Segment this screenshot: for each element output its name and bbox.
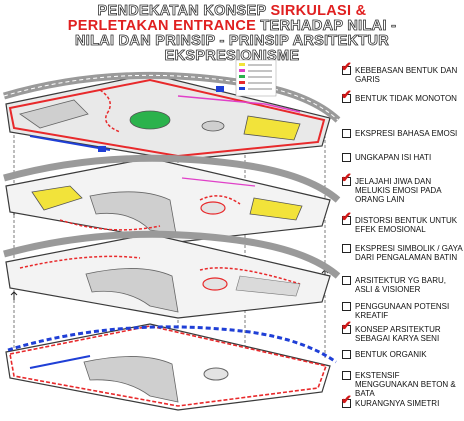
checkbox (342, 350, 351, 359)
checkbox (342, 276, 351, 285)
layer-1-legend (235, 59, 277, 97)
layer-1-blue-entrance-marker (98, 146, 106, 152)
layer-3-grey-strip (235, 275, 301, 297)
layer-3-round-node (202, 277, 228, 291)
checkmark-icon: ✔ (341, 392, 352, 407)
checkbox (342, 129, 351, 138)
layer-2-yellow-area-right (249, 197, 303, 221)
checkbox (342, 399, 351, 408)
layer-1-site-plan (3, 59, 341, 161)
checklist-item-label: EKSTENSIF MENGGUNAKAN BETON & BATA (355, 371, 456, 398)
title-line2-part-b: TERHADAP NILAI - (256, 18, 397, 34)
layer-4-grey-path (83, 356, 179, 403)
layer-3-road-curve (3, 230, 341, 279)
layer-2-round-node (200, 201, 226, 215)
layer-3-site-plan (3, 230, 341, 319)
layer-2-magenta-line (181, 177, 256, 187)
layer-4-site-plan (5, 323, 337, 411)
layer-2-grey-path (89, 191, 177, 235)
checklist-item-label: KURANGNYA SIMETRI (355, 399, 440, 408)
checkbox (342, 66, 351, 75)
checklist-item-label: EKSPRESI SIMBOLIK / GAYA DARI PENGALAMAN… (355, 244, 463, 262)
checklist-item-label: DISTORSI BENTUK UNTUK EFEK EMOSIONAL (355, 216, 458, 234)
checklist-item-label: ARSITEKTUR YG BARU, ASLI & VISIONER (355, 276, 446, 294)
checklist-item-label: JELAJAHI JIWA DAN MELUKIS EMOSI PADA ORA… (355, 177, 442, 204)
layer-3-grey-path (85, 268, 179, 313)
title-line2-part-a: PERLETAKAN ENTRANCE (67, 18, 257, 34)
layer-1-blue-path (29, 135, 111, 151)
title-line1-part-a: PENDEKATAN KONSEP (97, 3, 271, 19)
checklist-item-label: KEBEBASAN BENTUK DAN GARIS (355, 66, 458, 84)
layer-1-round-node (201, 120, 225, 132)
checklist-item-label: EKSPRESI BAHASA EMOSI (355, 129, 458, 138)
checkmark-icon: ✔ (341, 170, 352, 185)
layer-2-yellow-area-left (31, 185, 83, 211)
layer-2-red-circulation (59, 195, 241, 231)
layer-4-blue-inner (29, 355, 91, 369)
layer-1-green-plaza (129, 110, 171, 130)
layer-1-red-circulation (99, 89, 121, 133)
checklist-item-label: BENTUK TIDAK MONOTON (355, 94, 457, 103)
layer-4-red-boundary (9, 325, 328, 407)
checklist-item-label: UNGKAPAN ISI HATI (355, 153, 432, 162)
checkbox (342, 153, 351, 162)
checklist-item-label: KONSEP ARSITEKTUR SEBAGAI KARYA SENI (355, 325, 441, 343)
checkbox (342, 177, 351, 186)
checklist-item-label: PENGGUNAAN POTENSI KREATIF (355, 302, 450, 320)
checkmark-icon: ✔ (341, 209, 352, 224)
layer-2-road-curve (3, 154, 341, 203)
layer-2-site-plan (3, 154, 341, 243)
layer-1-grey-block (19, 99, 89, 129)
checkbox (342, 244, 351, 253)
checkmark-icon: ✔ (341, 59, 352, 74)
layer-1-blue-entrance-marker-2 (216, 86, 224, 92)
layer-4-round-node (203, 367, 229, 381)
checkmark-icon: ✔ (341, 87, 352, 102)
layer-3-red-circulation (19, 255, 301, 285)
checkbox (342, 94, 351, 103)
title-line3: NILAI DAN PRINSIP - PRINSIP ARSITEKTUR (74, 33, 390, 49)
layer-4-blue-circulation (7, 325, 337, 364)
checkbox (342, 302, 351, 311)
checklist-item-label: BENTUK ORGANIK (355, 350, 427, 359)
checkbox (342, 325, 351, 334)
checkbox (342, 371, 351, 380)
title-line1-part-b: SIRKULASI & (270, 3, 367, 19)
layer-1-magenta-line (177, 95, 301, 113)
layer-1-boundary-red (8, 78, 326, 158)
layer-1-yellow-building (243, 115, 301, 141)
checkbox (342, 216, 351, 225)
checkmark-icon: ✔ (341, 318, 352, 333)
